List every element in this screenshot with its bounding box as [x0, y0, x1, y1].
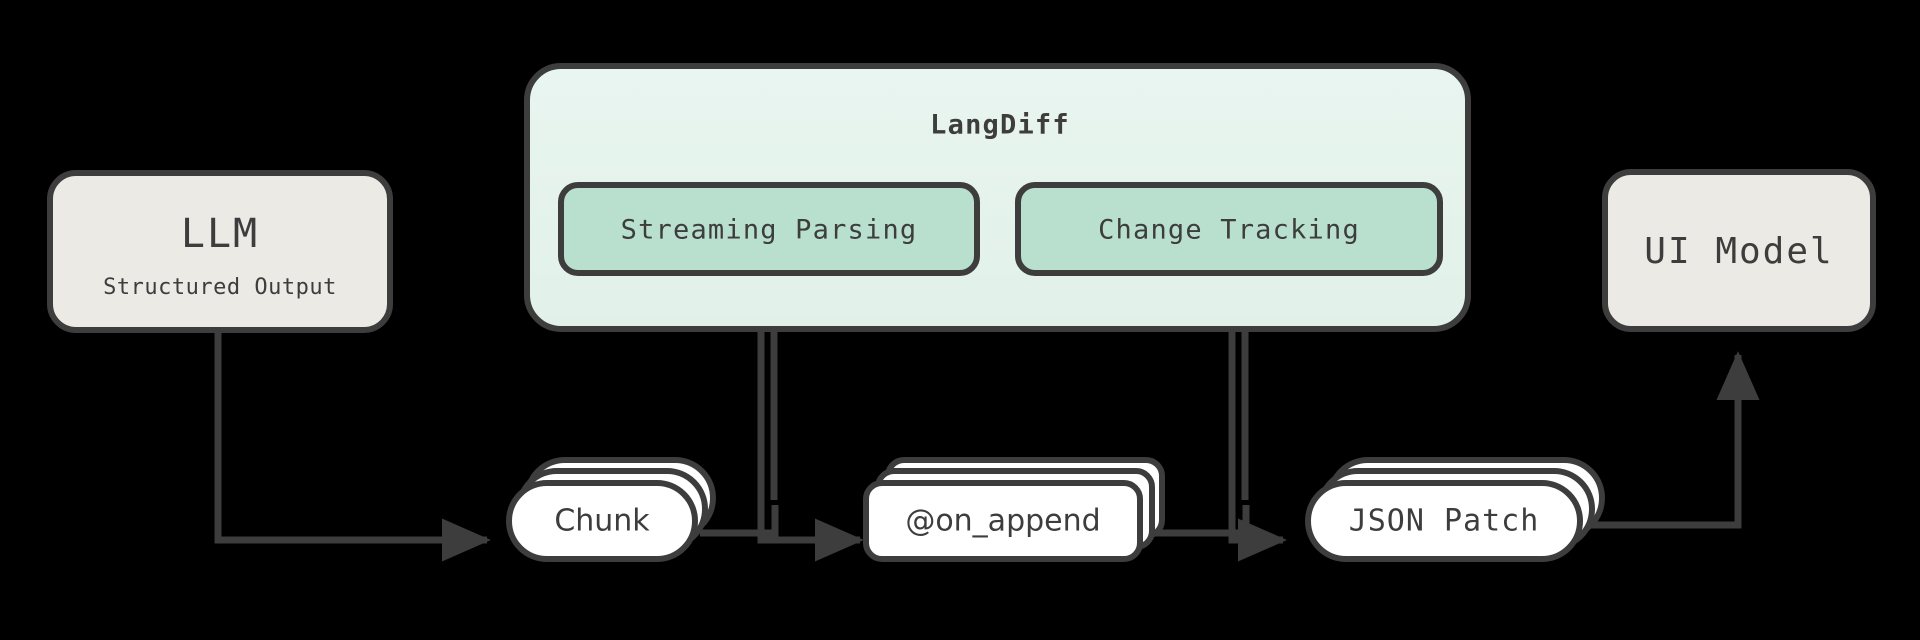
node-chunk[interactable]: Chunk: [506, 457, 716, 562]
edge-llm-to-chunk: [214, 330, 491, 562]
on-append-label: @on_append: [905, 504, 1100, 539]
edge-on-append-to-json-patch: [1150, 505, 1250, 537]
ui-model-box: [1602, 169, 1876, 332]
node-langdiff-panel[interactable]: LangDiff Streaming Parsing Change Tracki…: [524, 63, 1471, 332]
change-tracking-label: Change Tracking: [1098, 215, 1360, 246]
llm-title: LLM: [181, 211, 259, 257]
llm-box: [47, 170, 393, 333]
json-patch-label: JSON Patch: [1349, 504, 1540, 539]
json-patch-stack-front: [1305, 480, 1583, 562]
llm-subtitle: Structured Output: [103, 275, 337, 300]
edge-change-tracking-down-a: [1228, 272, 1287, 562]
edge-streaming-parsing-down-a: [757, 272, 864, 562]
node-change-tracking[interactable]: Change Tracking: [1015, 182, 1443, 276]
chunk-label: Chunk: [554, 504, 650, 539]
node-llm[interactable]: LLM Structured Output: [47, 170, 393, 333]
node-ui-model[interactable]: UI Model: [1602, 169, 1876, 332]
edge-json-patch-to-ui-model: [1568, 351, 1760, 529]
on-append-stack-front: [863, 480, 1143, 562]
change-tracking-box: [1015, 182, 1443, 276]
streaming-parsing-box: [558, 182, 980, 276]
langdiff-title: LangDiff: [930, 110, 1070, 141]
chunk-stack-front: [506, 480, 698, 562]
streaming-parsing-label: Streaming Parsing: [621, 215, 918, 246]
node-json-patch[interactable]: JSON Patch: [1305, 457, 1605, 562]
node-on-append[interactable]: @on_append: [863, 457, 1165, 562]
ui-model-title: UI Model: [1644, 231, 1833, 272]
edge-chunk-to-on-append: [700, 505, 779, 537]
node-streaming-parsing[interactable]: Streaming Parsing: [558, 182, 980, 276]
